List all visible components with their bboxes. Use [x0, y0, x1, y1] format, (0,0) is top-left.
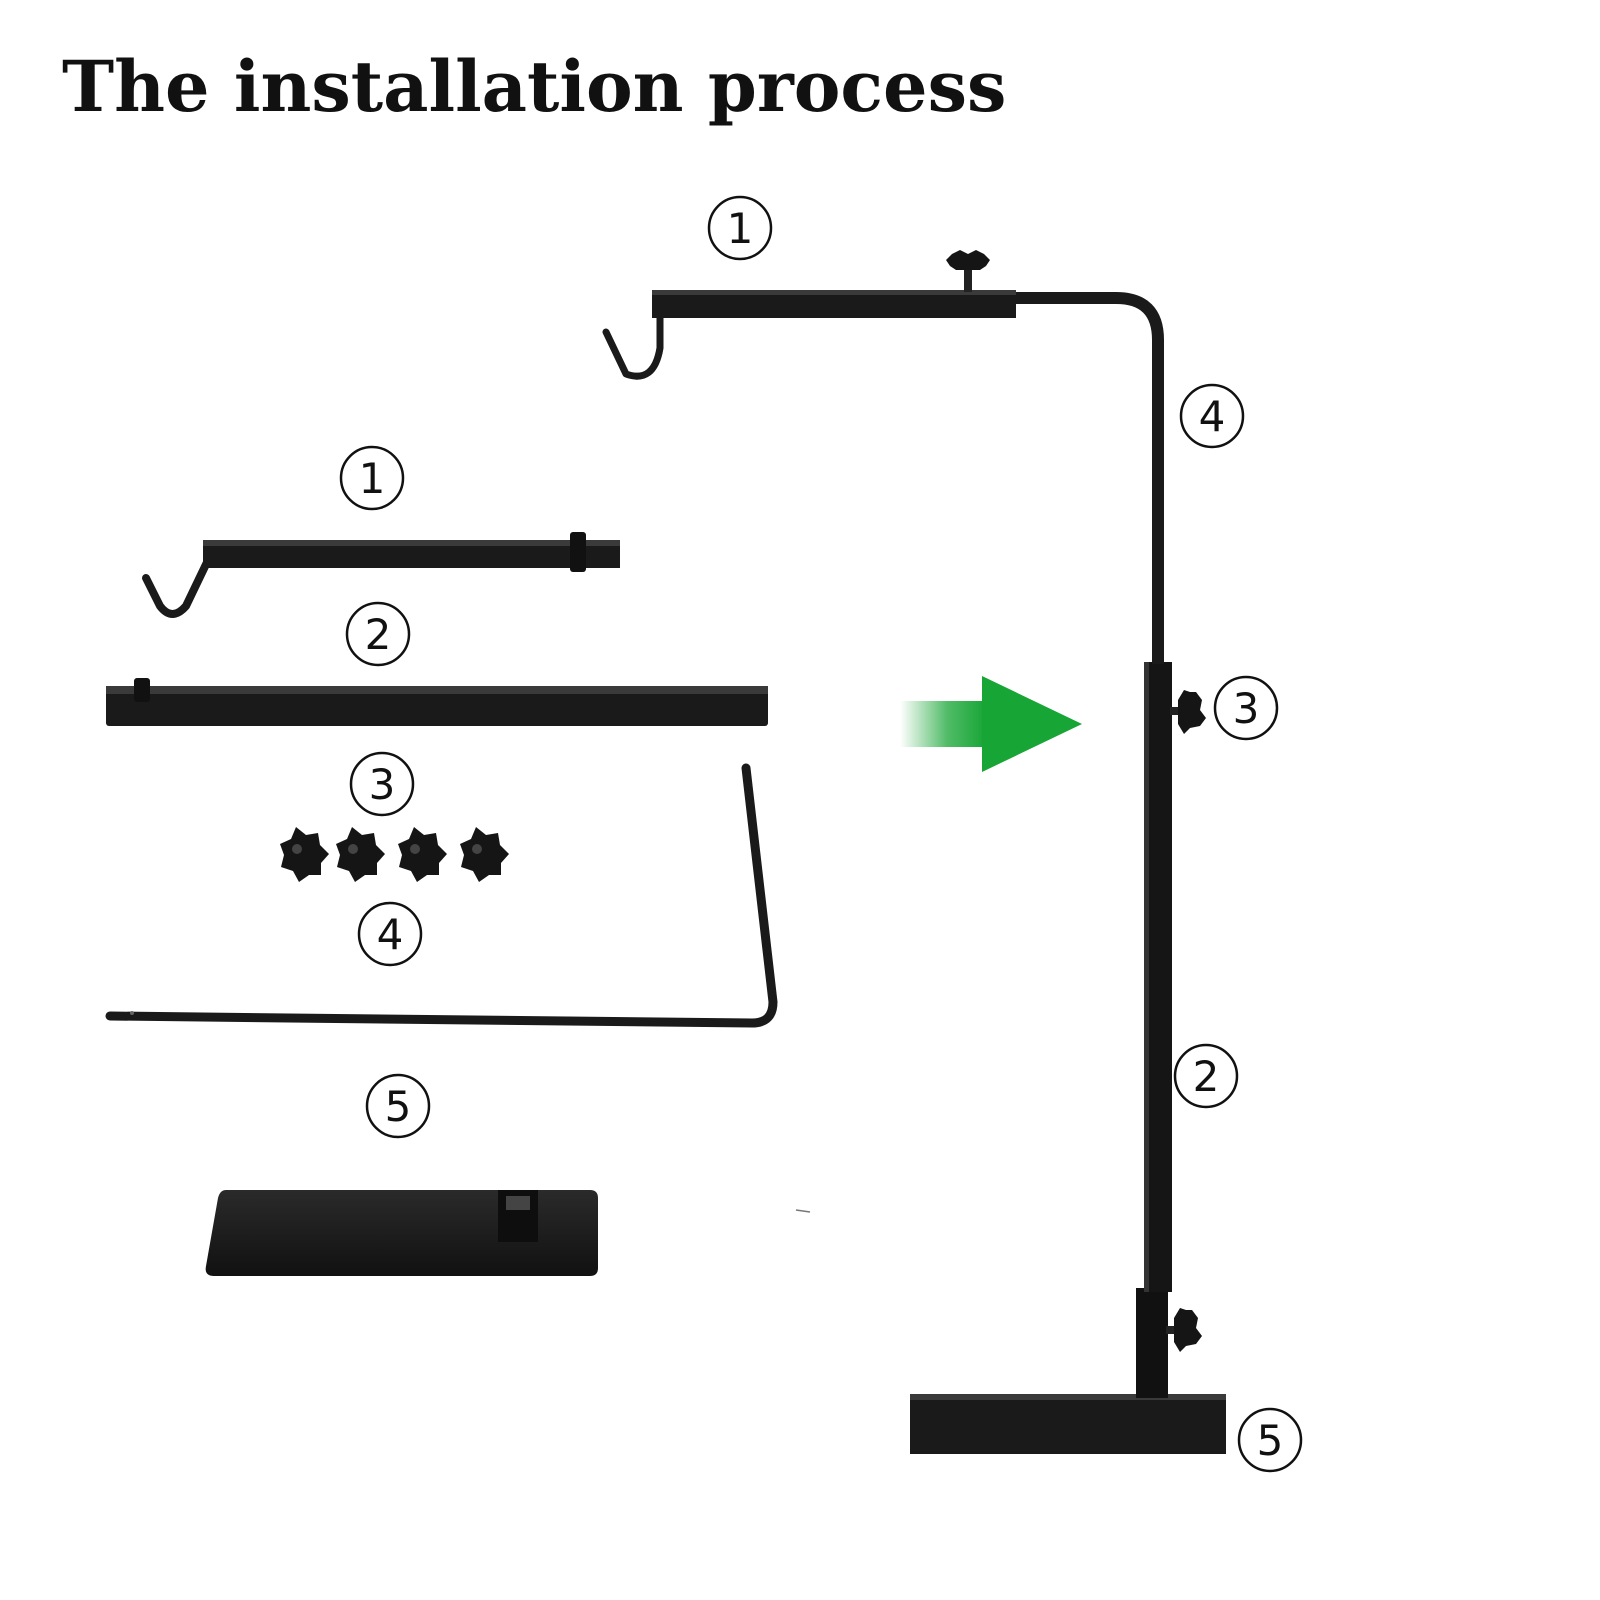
svg-text:2: 2 [365, 610, 392, 659]
number-label-4: 4 [357, 901, 423, 967]
assembled-label-2: 2 [1173, 1043, 1239, 1109]
svg-text:2: 2 [1193, 1052, 1220, 1101]
svg-text:5: 5 [1257, 1416, 1284, 1465]
number-label-5: 5 [365, 1073, 431, 1139]
assembled-stand: 1 4 3 2 5 [602, 195, 1303, 1473]
assembled-label-4: 4 [1179, 383, 1245, 449]
number-label-1: 1 [339, 445, 405, 511]
knob-icon [280, 827, 329, 882]
page-title: The installation process [62, 45, 1007, 128]
knob-icon [1170, 690, 1206, 734]
svg-text:5: 5 [385, 1082, 412, 1131]
arrow-right-icon [900, 676, 1082, 772]
part-knobs: 3 [280, 751, 509, 882]
knob-icon [946, 250, 990, 292]
knob-icon [336, 827, 385, 882]
svg-text:4: 4 [1199, 392, 1226, 441]
part-base-plate: 5 [205, 1073, 598, 1276]
part-upright-tube: 2 [106, 601, 768, 726]
assembled-label-1: 1 [707, 195, 773, 261]
assembled-label-5: 5 [1237, 1407, 1303, 1473]
assembled-base-plate [910, 1394, 1226, 1454]
svg-text:4: 4 [377, 910, 404, 959]
stray-mark [795, 1209, 811, 1213]
knob-icon [460, 827, 509, 882]
part-l-rod: 4 [105, 763, 778, 1028]
svg-text:3: 3 [1233, 684, 1260, 733]
assembled-label-3: 3 [1213, 675, 1279, 741]
svg-text:1: 1 [727, 204, 754, 253]
svg-text:3: 3 [369, 760, 396, 809]
number-label-2: 2 [345, 601, 411, 667]
svg-text:1: 1 [359, 454, 386, 503]
knob-icon [398, 827, 447, 882]
part-hook-arm: 1 [142, 445, 620, 618]
number-label-3: 3 [349, 751, 415, 817]
knob-icon [1166, 1308, 1202, 1352]
